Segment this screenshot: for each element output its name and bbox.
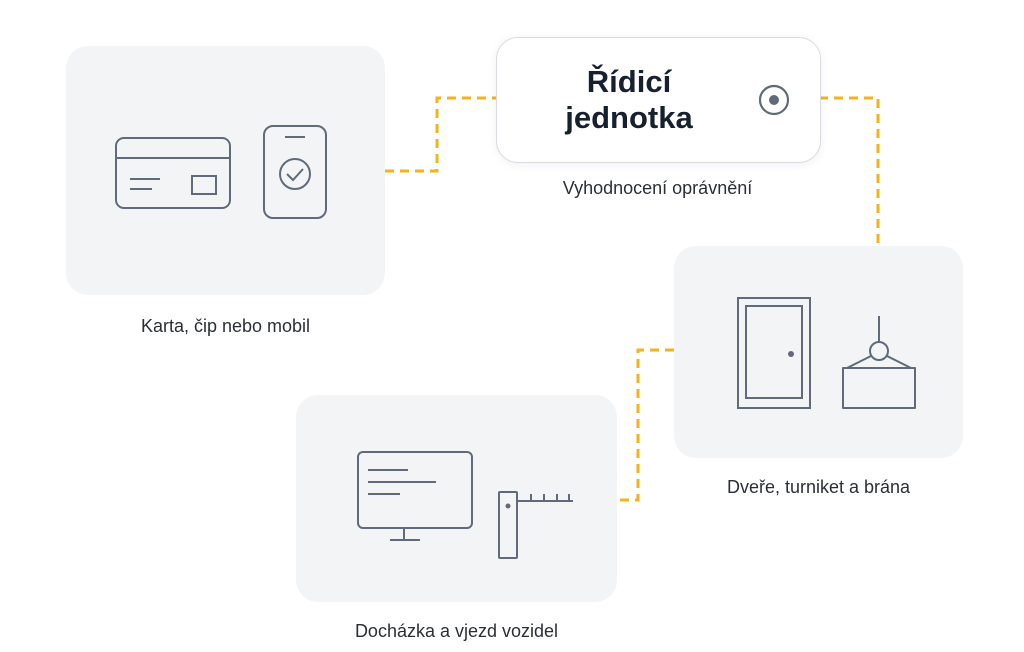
radio-indicator-icon: [758, 84, 790, 116]
control-unit-title-line2: jednotka: [565, 100, 693, 135]
control-unit-card: Řídicí jednotka: [496, 37, 821, 163]
connector-input-to-control: [385, 96, 496, 173]
door-icon: [737, 297, 811, 409]
attendance-panel: [296, 395, 617, 602]
turnstile-icon: [842, 316, 916, 409]
exit-devices-panel: [674, 246, 963, 458]
monitor-icon: [357, 451, 473, 541]
control-unit-title: Řídicí jednotka: [559, 64, 699, 136]
connector-exit-to-attendance: [617, 348, 674, 502]
mobile-check-icon: [263, 125, 327, 219]
control-unit-caption: Vyhodnocení oprávnění: [562, 178, 753, 198]
control-unit-title-line1: Řídicí: [586, 64, 672, 99]
barrier-gate-icon: [498, 491, 573, 559]
access-card-icon: [115, 137, 231, 209]
input-devices-panel: [66, 46, 385, 295]
attendance-caption: Docházka a vjezd vozidel: [354, 621, 559, 641]
input-caption: Karta, čip nebo mobil: [140, 316, 311, 336]
connector-control-to-exit: [819, 96, 880, 246]
exit-caption: Dveře, turniket a brána: [726, 477, 911, 497]
